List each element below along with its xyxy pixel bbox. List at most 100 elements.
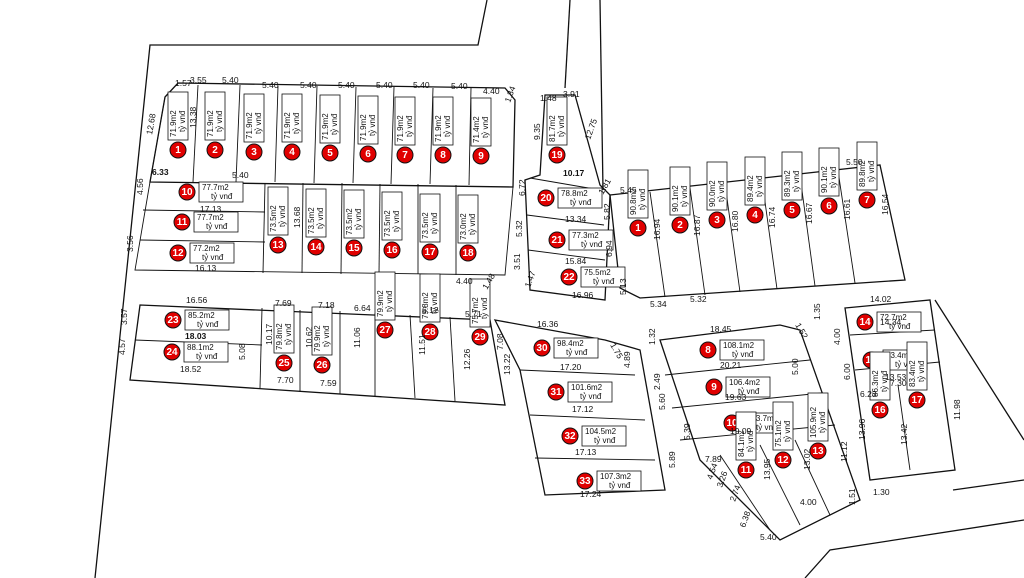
dimension-label: 3.56 bbox=[125, 235, 135, 252]
dimension-label: 11.12 bbox=[839, 441, 849, 462]
lot-number-marker bbox=[472, 147, 490, 165]
dimension-label: 16.80 bbox=[730, 210, 740, 232]
lot-area: 71.9m2 bbox=[396, 115, 405, 142]
lot-area: 78.8m2 bbox=[561, 189, 588, 198]
dimension-label: 6.38 bbox=[737, 509, 752, 528]
dimension-label: 1.57 bbox=[175, 78, 192, 88]
dimension-label: 7.18 bbox=[318, 300, 335, 310]
dimension-label: 6.33 bbox=[152, 167, 169, 177]
lot-area: 75.7m2 bbox=[471, 297, 480, 324]
lot-price: tỷ vnđ bbox=[481, 116, 490, 138]
dimension-label: 19.09 bbox=[730, 426, 752, 436]
lot-number: 8 bbox=[440, 150, 446, 161]
dimension-label: 17.13 bbox=[200, 204, 222, 214]
lot-number: 11 bbox=[741, 465, 752, 476]
lot-area: 105.9m2 bbox=[809, 406, 818, 438]
lot-price: tỷ vnđ bbox=[430, 292, 439, 314]
lot-number: 15 bbox=[348, 243, 360, 254]
dimension-label: 16.36 bbox=[537, 319, 559, 329]
lot-number: 5 bbox=[327, 148, 333, 159]
lot-number-marker bbox=[548, 231, 566, 249]
dimension-label: 7.69 bbox=[275, 298, 292, 308]
lot-number-marker bbox=[178, 183, 196, 201]
lot-price: tỷ vnđ bbox=[880, 370, 889, 392]
dimension-label: 5.40 bbox=[300, 80, 317, 90]
dimension-label: 16.13 bbox=[195, 263, 217, 273]
lot-number-marker bbox=[809, 442, 827, 460]
dimension-label: 3.91 bbox=[563, 89, 580, 99]
dimension-label: 16.96 bbox=[572, 290, 594, 300]
lot-area: 98.4m2 bbox=[557, 339, 584, 348]
lot-number: 23 bbox=[167, 315, 179, 326]
lot-number-marker bbox=[547, 383, 565, 401]
lot-area: 86.3m2 bbox=[871, 370, 880, 397]
lot-number-marker bbox=[561, 427, 579, 445]
lot-number-marker bbox=[708, 211, 726, 229]
dimension-label: 5.82 bbox=[602, 203, 612, 220]
dimension-label: 18.03 bbox=[185, 331, 207, 341]
dimension-label: 4.89 bbox=[622, 351, 632, 368]
dimension-label: 5.32 bbox=[690, 294, 707, 304]
dimension-label: 10.17 bbox=[264, 323, 274, 345]
lot-number-marker bbox=[313, 356, 331, 374]
lot-price: tỷ vnđ bbox=[202, 253, 224, 262]
lot-price: tỷ vnđ bbox=[206, 222, 228, 231]
block-d bbox=[129, 304, 506, 406]
lot-price: tỷ vnđ bbox=[316, 207, 325, 229]
